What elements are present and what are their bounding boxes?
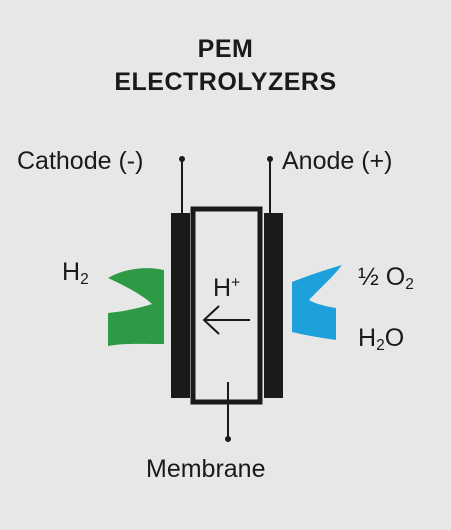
hydrogen-outflow-arrow <box>108 268 164 346</box>
oxygen-water-flow-arrow <box>292 265 342 340</box>
anode-terminal-dot <box>267 156 273 162</box>
anode-label: Anode (+) <box>282 147 393 175</box>
cathode-terminal-dot <box>179 156 185 162</box>
membrane-frame <box>190 206 263 405</box>
membrane-pointer-dot <box>225 436 231 442</box>
title-line-1: PEM <box>197 35 254 63</box>
anode-electrode <box>264 213 283 398</box>
cathode-electrode <box>171 213 190 398</box>
oxygen-label: ½ O2 <box>358 263 414 293</box>
cathode-label: Cathode (-) <box>17 147 144 175</box>
hydrogen-label: H2 <box>62 258 89 288</box>
proton-arrow-head <box>202 305 220 335</box>
membrane-label: Membrane <box>146 455 266 483</box>
water-label: H2O <box>358 324 405 354</box>
title-line-2: ELECTROLYZERS <box>114 68 337 96</box>
proton-label: H+ <box>213 274 241 302</box>
